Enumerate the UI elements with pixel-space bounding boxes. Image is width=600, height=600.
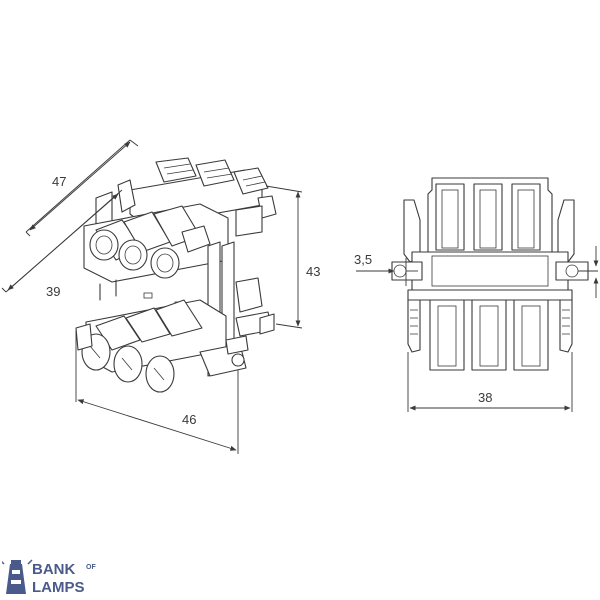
dim-38-label: 38 xyxy=(478,390,492,405)
dim-43-label: 43 xyxy=(306,264,320,279)
dim-46-label: 46 xyxy=(182,412,196,427)
dim-39-label: 39 xyxy=(46,284,60,299)
isometric-view xyxy=(75,157,277,393)
logo-line1: BANK xyxy=(32,561,75,578)
lower-socket-row xyxy=(75,299,203,393)
iso-dimension-lines xyxy=(1,139,303,454)
logo-line2: LAMPS xyxy=(32,579,85,596)
front-dimension-lines xyxy=(356,246,599,412)
lighthouse-icon xyxy=(2,559,33,594)
dim-3-5-label: 3,5 xyxy=(354,252,372,267)
logo-of: OF xyxy=(86,564,96,571)
bank-of-lamps-logo: BANK OF LAMPS xyxy=(2,559,96,596)
dim-47-label: 47 xyxy=(52,174,66,189)
front-view xyxy=(391,177,589,371)
